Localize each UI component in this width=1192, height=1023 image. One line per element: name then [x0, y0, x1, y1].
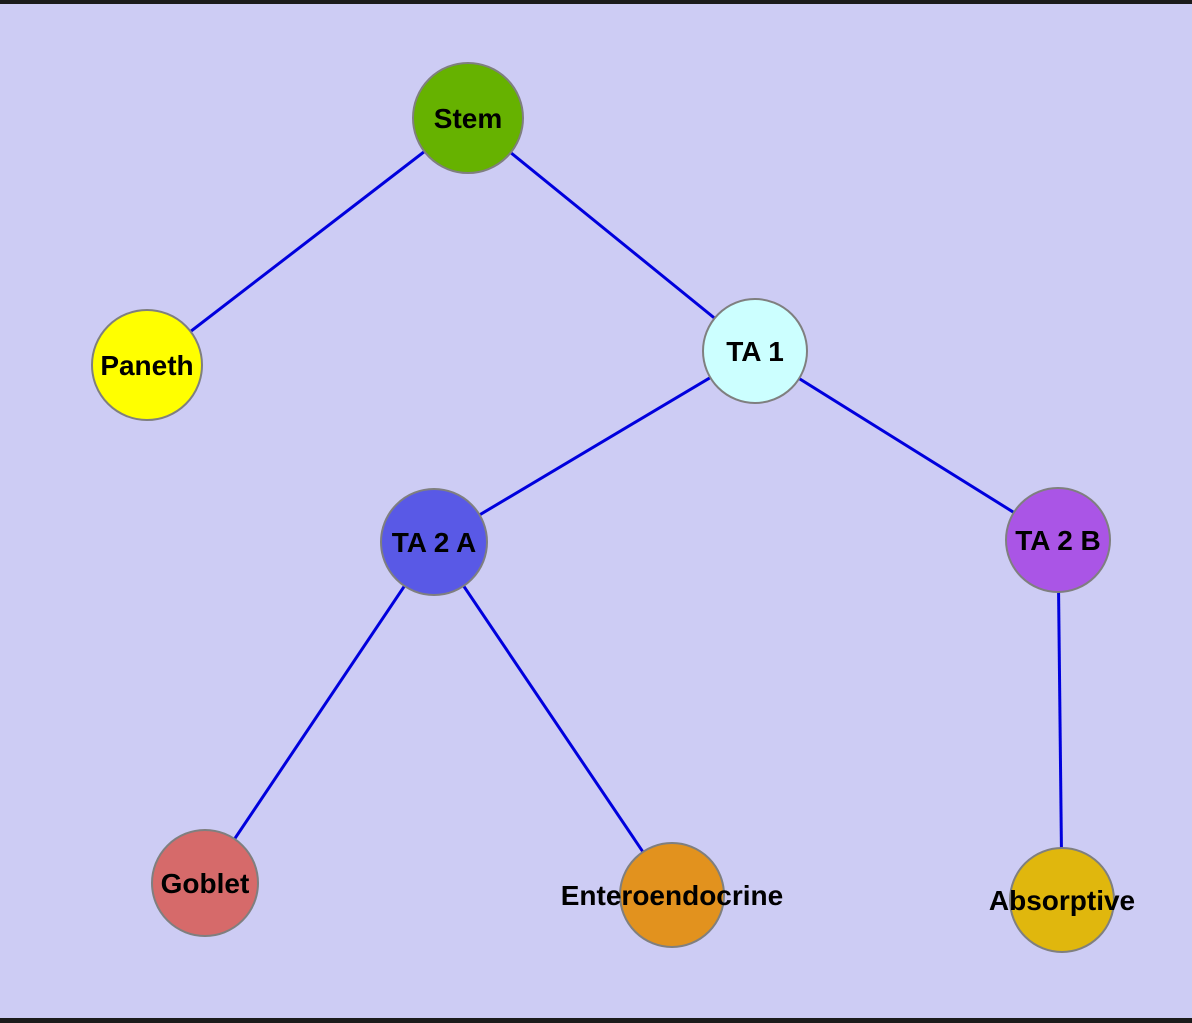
node-group-paneth: Paneth: [91, 309, 203, 421]
node-paneth[interactable]: [91, 309, 203, 421]
node-label-goblet: Goblet: [161, 868, 250, 899]
node-group-ta1: TA 1: [702, 298, 808, 404]
node-label-paneth: Paneth: [100, 350, 193, 381]
node-label-absorptive: Absorptive: [989, 885, 1135, 916]
node-label-ta2b: TA 2 B: [1015, 525, 1101, 556]
node-ta2b[interactable]: [1005, 487, 1111, 593]
node-group-stem: Stem: [412, 62, 524, 174]
node-enteroendocrine[interactable]: [619, 842, 725, 948]
node-label-enteroendocrine: Enteroendocrine: [561, 880, 783, 911]
top-window-border: [0, 0, 1192, 4]
edge-ta2b-absorptive: [1056, 539, 1064, 901]
edge-ta1-ta2a: [433, 349, 756, 544]
node-group-absorptive: Absorptive: [989, 847, 1135, 953]
node-group-enteroendocrine: Enteroendocrine: [561, 842, 783, 948]
edge-ta1-ta2b: [754, 349, 1059, 542]
node-ta2a[interactable]: [380, 488, 488, 596]
edge-ta2a-enteroendocrine: [432, 541, 674, 896]
node-label-ta2a: TA 2 A: [392, 527, 477, 558]
node-group-goblet: Goblet: [151, 829, 259, 937]
node-label-stem: Stem: [434, 103, 502, 134]
node-label-ta1: TA 1: [726, 336, 784, 367]
node-group-ta2b: TA 2 B: [1005, 487, 1111, 593]
node-stem[interactable]: [412, 62, 524, 174]
edge-ta2a-goblet: [203, 541, 436, 884]
node-absorptive[interactable]: [1009, 847, 1115, 953]
node-ta1[interactable]: [702, 298, 808, 404]
edge-stem-paneth: [146, 116, 469, 367]
edge-stem-ta1: [467, 116, 756, 353]
node-goblet[interactable]: [151, 829, 259, 937]
edges-layer: [146, 116, 1064, 901]
node-group-ta2a: TA 2 A: [380, 488, 488, 596]
bottom-window-border: [0, 1018, 1192, 1023]
